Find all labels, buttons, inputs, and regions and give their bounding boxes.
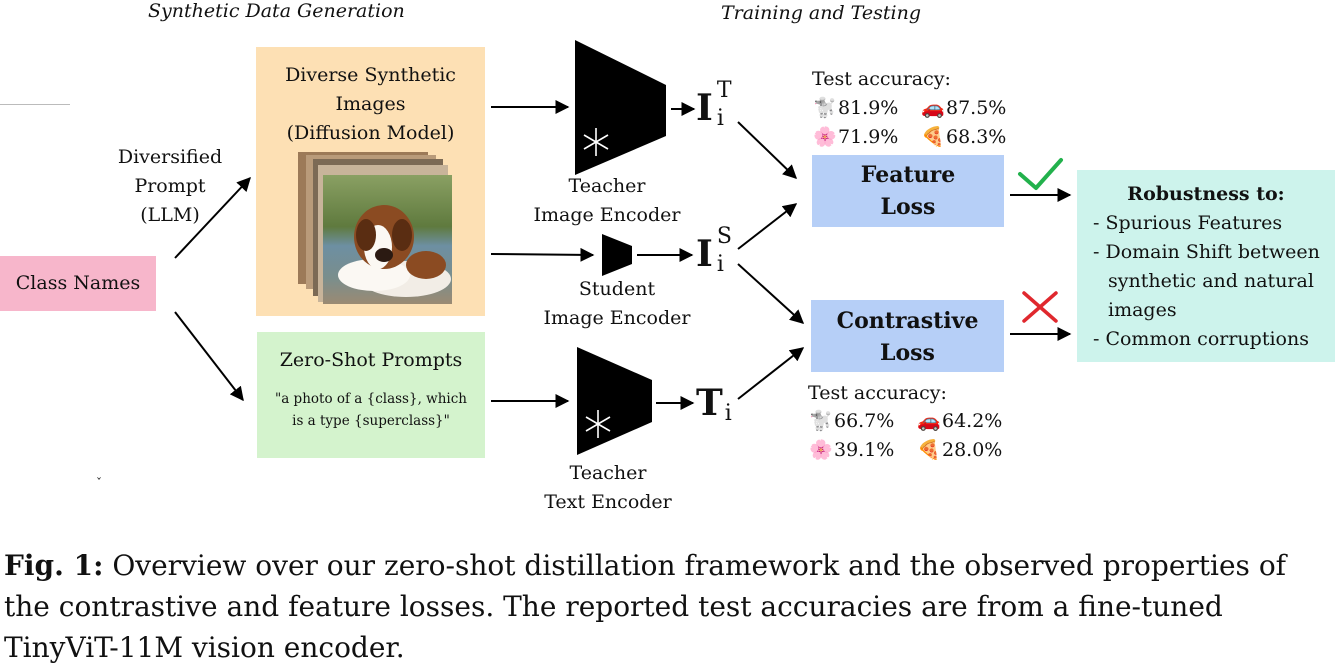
student-image-encoder-label: Student Image Encoder xyxy=(537,275,697,333)
encoder-label-line: Teacher xyxy=(569,462,647,484)
encoder-label-line: Teacher xyxy=(568,175,646,197)
symbol-sub: i xyxy=(716,106,724,131)
teacher-image-encoder-shape xyxy=(575,40,666,175)
accuracy-value: 81.9% xyxy=(838,96,899,119)
divider-line xyxy=(0,104,70,105)
arrow-is-to-contrastive xyxy=(737,263,805,324)
teacher-text-encoder-label: Teacher Text Encoder xyxy=(528,459,688,517)
synthetic-images-box: Diverse Synthetic Images (Diffusion Mode… xyxy=(256,47,485,316)
loss-label-line: Contrastive xyxy=(836,308,979,334)
feature-test-accuracy-label: Test accuracy: xyxy=(812,68,951,90)
diversified-prompt-label: Diversified Prompt (LLM) xyxy=(100,143,240,230)
feature-accuracy-row: 🌸71.9% 🍕68.3% xyxy=(812,125,1028,149)
diagram-graphics xyxy=(174,40,1072,455)
caption-text: Overview over our zero-shot distillation… xyxy=(4,549,1287,664)
snowflake-icon xyxy=(585,410,611,438)
training-testing-header: Training and Testing xyxy=(721,2,921,24)
feature-accuracy-row: 🐩81.9% 🚗87.5% xyxy=(812,96,1028,120)
pizza-icon: 🍕 xyxy=(917,439,941,461)
contrastive-loss-box: Contrastive Loss xyxy=(811,300,1004,372)
dog-photo xyxy=(323,175,452,304)
accuracy-value: 66.7% xyxy=(834,409,895,432)
figure-caption: Fig. 1: Overview over our zero-shot dist… xyxy=(4,545,1334,668)
encoder-label-line: Image Encoder xyxy=(533,204,681,226)
encoder-label-line: Student xyxy=(578,278,656,300)
zero-shot-prompts-title: Zero-Shot Prompts xyxy=(279,349,463,371)
accuracy-value: 39.1% xyxy=(834,438,895,461)
feature-loss-box: Feature Loss xyxy=(812,155,1004,227)
synthetic-title-line: Images xyxy=(335,93,406,115)
symbol-base: I xyxy=(696,233,713,275)
arrow-is-to-feature xyxy=(737,203,798,250)
loss-label-line: Feature xyxy=(860,162,956,188)
arrow-class-to-synthetic xyxy=(174,176,251,259)
caption-label: Fig. 1: xyxy=(4,549,104,582)
snowflake-icon xyxy=(583,128,609,156)
student-image-encoder-shape xyxy=(602,234,632,276)
accuracy-value: 64.2% xyxy=(942,409,1003,432)
accuracy-value: 68.3% xyxy=(946,125,1007,148)
diversified-prompt-line: (LLM) xyxy=(140,204,200,226)
diversified-prompt-line: Diversified xyxy=(117,146,223,168)
prompt-template-line: "a photo of a {class}, which xyxy=(275,391,467,407)
symbol-sup: T xyxy=(716,78,732,103)
zero-shot-prompts-box: Zero-Shot Prompts "a photo of a {class},… xyxy=(257,332,485,458)
symbol-sub: i xyxy=(724,401,732,426)
contrastive-test-accuracy-label: Test accuracy: xyxy=(808,382,947,404)
teacher-text-encoder-shape xyxy=(577,347,652,455)
robustness-item: - Spurious Features xyxy=(1093,212,1283,234)
robustness-item: synthetic and natural xyxy=(1108,270,1314,292)
encoder-label-line: Image Encoder xyxy=(543,307,691,329)
accuracy-value: 28.0% xyxy=(942,438,1003,461)
class-names-label: Class Names xyxy=(15,272,141,294)
synthetic-data-generation-header: Synthetic Data Generation xyxy=(148,0,405,22)
poodle-icon: 🐩 xyxy=(809,410,833,432)
pizza-icon: 🍕 xyxy=(921,126,945,148)
contrastive-accuracy-row: 🌸39.1% 🍕28.0% xyxy=(808,438,1024,462)
symbol-base: I xyxy=(696,87,713,129)
teacher-image-encoder-label: Teacher Image Encoder xyxy=(527,172,687,230)
robustness-box: Robustness to: - Spurious Features - Dom… xyxy=(1077,170,1335,362)
arrow-class-to-zeroshot xyxy=(174,311,244,402)
flower-icon: 🌸 xyxy=(809,439,833,461)
flower-icon: 🌸 xyxy=(813,126,837,148)
symbol-base: T xyxy=(696,382,723,424)
synthetic-title-line: (Diffusion Model) xyxy=(286,122,455,144)
class-names-box: Class Names xyxy=(0,256,156,311)
robustness-item: - Common corruptions xyxy=(1093,328,1309,350)
arrow-to-student-encoder xyxy=(490,247,595,262)
robustness-item: images xyxy=(1108,299,1177,321)
poodle-icon: 🐩 xyxy=(813,97,837,119)
prompt-template: "a photo of a {class}, which is a type {… xyxy=(257,388,485,432)
arrow-it-to-feature xyxy=(737,121,798,179)
loss-label-line: Loss xyxy=(880,340,935,366)
car-icon: 🚗 xyxy=(917,410,941,432)
diversified-prompt-line: Prompt xyxy=(134,175,206,197)
contrastive-accuracy-row: 🐩66.7% 🚗64.2% xyxy=(808,409,1024,433)
synthetic-images-title: Diverse Synthetic Images (Diffusion Mode… xyxy=(256,61,485,148)
cross-icon xyxy=(1022,291,1058,323)
car-icon: 🚗 xyxy=(921,97,945,119)
encoder-label-line: Text Encoder xyxy=(544,491,672,513)
accuracy-value: 71.9% xyxy=(838,125,899,148)
prompt-template-line: is a type {superclass}" xyxy=(292,413,450,429)
synthetic-image-stack xyxy=(298,152,452,304)
robustness-item: - Domain Shift between xyxy=(1093,241,1320,263)
symbol-sub: i xyxy=(716,252,724,277)
accuracy-value: 87.5% xyxy=(946,96,1007,119)
stray-mark: ˇ xyxy=(96,476,102,490)
arrow-ti-to-contrastive xyxy=(737,347,805,400)
symbol-sup: S xyxy=(716,224,732,249)
robustness-title: Robustness to: xyxy=(1127,183,1285,205)
check-icon xyxy=(1018,158,1063,190)
synthetic-title-line: Diverse Synthetic xyxy=(285,64,456,86)
loss-label-line: Loss xyxy=(880,194,936,220)
